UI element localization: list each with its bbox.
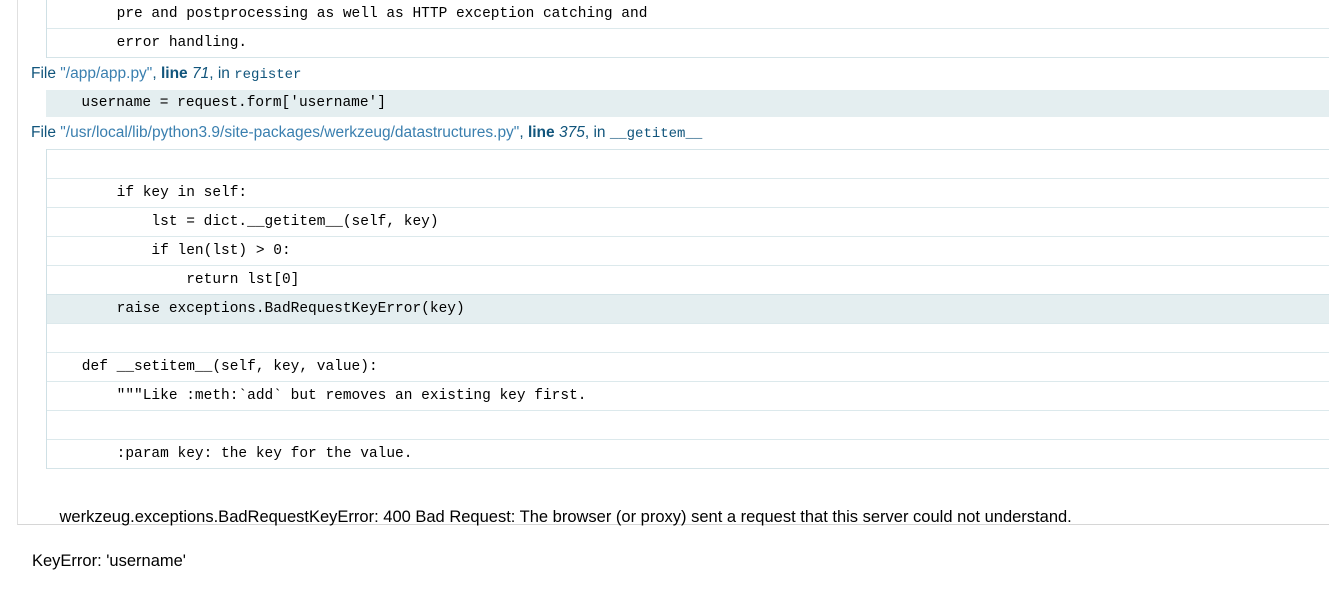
source-line-text <box>47 411 1329 440</box>
frame-function-name: __getitem__ <box>610 126 702 142</box>
frame-in-keyword: in <box>218 65 230 82</box>
source-line-row[interactable]: return lst[0] <box>47 266 1329 295</box>
source-line-row[interactable] <box>47 324 1329 353</box>
source-line-text: error handling. <box>47 29 1329 58</box>
debugger-page-container: pre and postprocessing as well as HTTP e… <box>17 0 1329 525</box>
frame-comma: , <box>152 65 161 82</box>
source-line-current[interactable]: username = request.form['username'] <box>46 90 1329 117</box>
source-table-datastructures-py: if key in self: lst = dict.__getitem__(s… <box>46 149 1329 469</box>
frame-comma2: , <box>209 65 218 82</box>
source-line-row[interactable]: if key in self: <box>47 179 1329 208</box>
source-table-flask-app: pre and postprocessing as well as HTTP e… <box>46 0 1329 58</box>
source-line-text <box>47 150 1329 179</box>
source-line-text: def __setitem__(self, key, value): <box>47 353 1329 382</box>
source-line-text <box>47 324 1329 353</box>
frame-source-block-app-py: username = request.form['username'] <box>46 90 1329 117</box>
source-line-row[interactable]: pre and postprocessing as well as HTTP e… <box>47 0 1329 29</box>
source-line-text: lst = dict.__getitem__(self, key) <box>47 208 1329 237</box>
source-line-row[interactable]: if len(lst) > 0: <box>47 237 1329 266</box>
source-line-row[interactable] <box>47 150 1329 179</box>
source-line-row[interactable]: lst = dict.__getitem__(self, key) <box>47 208 1329 237</box>
frame-source-block-flask-app: pre and postprocessing as well as HTTP e… <box>46 0 1329 58</box>
frame-line-keyword: line <box>161 65 188 82</box>
source-line-row[interactable] <box>47 411 1329 440</box>
source-line-text: """Like :meth:`add` but removes an exist… <box>47 382 1329 411</box>
source-line-text: :param key: the key for the value. <box>47 440 1329 469</box>
frame-line-number: 375 <box>559 124 585 141</box>
source-line-text: raise exceptions.BadRequestKeyError(key) <box>47 295 1329 324</box>
source-line-row[interactable]: :param key: the key for the value. <box>47 440 1329 469</box>
frame-line-keyword: line <box>528 124 555 141</box>
source-line-row[interactable]: def __setitem__(self, key, value): <box>47 353 1329 382</box>
traceback-container: pre and postprocessing as well as HTTP e… <box>18 0 1329 616</box>
frame-file-keyword: File <box>31 124 56 141</box>
frame-function-name: register <box>234 67 301 83</box>
frame-in-keyword: in <box>593 124 605 141</box>
frame-comma: , <box>519 124 528 141</box>
exception-message: werkzeug.exceptions.BadRequestKeyError: … <box>18 469 1329 616</box>
source-line-text: return lst[0] <box>47 266 1329 295</box>
frame-source-block-datastructures-py: if key in self: lst = dict.__getitem__(s… <box>46 149 1329 469</box>
source-line-row-current[interactable]: raise exceptions.BadRequestKeyError(key) <box>47 295 1329 324</box>
frame-file-keyword: File <box>31 65 56 82</box>
source-line-row[interactable]: """Like :meth:`add` but removes an exist… <box>47 382 1329 411</box>
frame-header-app-py[interactable]: File "/app/app.py", line 71, in register <box>18 58 1329 90</box>
source-line-text: if len(lst) > 0: <box>47 237 1329 266</box>
exception-message-line2: KeyError: 'username' <box>32 550 1329 572</box>
source-line-text: if key in self: <box>47 179 1329 208</box>
source-line-text: pre and postprocessing as well as HTTP e… <box>47 0 1329 29</box>
frame-filename-link[interactable]: "/app/app.py" <box>60 65 152 82</box>
frame-header-datastructures-py[interactable]: File "/usr/local/lib/python3.9/site-pack… <box>18 117 1329 149</box>
source-line-row[interactable]: error handling. <box>47 29 1329 58</box>
frame-filename-link[interactable]: "/usr/local/lib/python3.9/site-packages/… <box>60 124 519 141</box>
exception-message-line1: werkzeug.exceptions.BadRequestKeyError: … <box>60 508 1072 526</box>
frame-line-number: 71 <box>192 65 209 82</box>
